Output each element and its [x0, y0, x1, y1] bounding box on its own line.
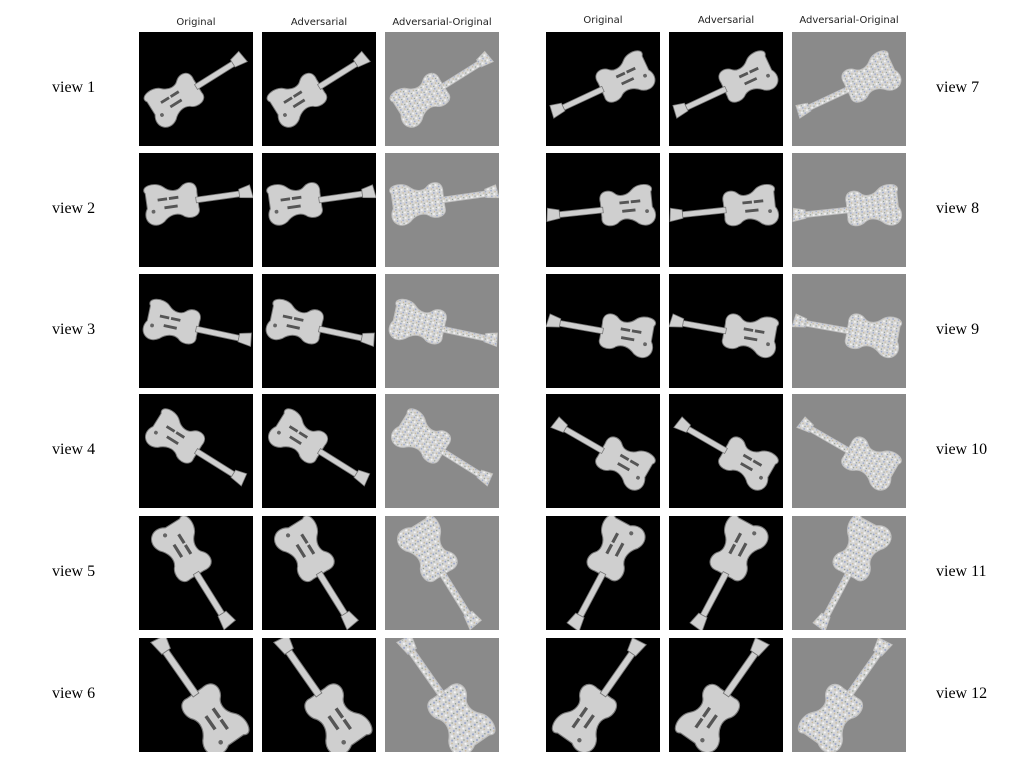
- adversarial-image: [669, 516, 783, 630]
- adversarial-original-image: [792, 394, 906, 508]
- adversarial-image: [262, 516, 376, 630]
- view-label: view 11: [936, 563, 987, 580]
- view-label: view 2: [52, 200, 96, 217]
- original-image: [139, 153, 253, 267]
- adversarial-image: [669, 394, 783, 508]
- column-header-adversarial-original: Adversarial-Original: [799, 15, 899, 26]
- adversarial-original-image: [385, 32, 499, 146]
- view-label: view 12: [936, 685, 988, 702]
- column-header-adversarial: Adversarial: [290, 17, 348, 28]
- view-label: view 6: [52, 685, 96, 702]
- view-label: view 5: [52, 563, 96, 580]
- adversarial-image: [262, 274, 376, 388]
- original-image: [546, 153, 660, 267]
- adversarial-image: [669, 274, 783, 388]
- view-label: view 9: [936, 321, 980, 338]
- adversarial-image: [669, 638, 783, 752]
- adversarial-image: [262, 153, 376, 267]
- original-image: [546, 274, 660, 388]
- adversarial-image: [262, 638, 376, 752]
- adversarial-image: [669, 32, 783, 146]
- adversarial-original-image: [385, 516, 499, 630]
- column-header-adversarial-original: Adversarial-Original: [392, 17, 492, 28]
- adversarial-original-image: [792, 516, 906, 630]
- view-label: view 10: [936, 441, 988, 458]
- column-header-adversarial: Adversarial: [697, 15, 755, 26]
- original-image: [546, 32, 660, 146]
- original-image: [139, 394, 253, 508]
- original-image: [546, 394, 660, 508]
- original-image: [139, 638, 253, 752]
- adversarial-original-image: [385, 153, 499, 267]
- view-label: view 7: [936, 79, 980, 96]
- column-header-original: Original: [176, 17, 216, 28]
- adversarial-original-image: [792, 274, 906, 388]
- adversarial-original-image: [792, 153, 906, 267]
- adversarial-image: [262, 32, 376, 146]
- adversarial-original-image: [385, 394, 499, 508]
- view-label: view 3: [52, 321, 96, 338]
- adversarial-original-image: [385, 638, 499, 752]
- original-image: [139, 516, 253, 630]
- adversarial-original-image: [385, 274, 499, 388]
- original-image: [546, 638, 660, 752]
- view-label: view 4: [52, 441, 96, 458]
- adversarial-original-image: [792, 32, 906, 146]
- original-image: [546, 516, 660, 630]
- adversarial-original-image: [792, 638, 906, 752]
- view-label: view 8: [936, 200, 980, 217]
- adversarial-image: [669, 153, 783, 267]
- view-label: view 1: [52, 79, 96, 96]
- column-header-original: Original: [583, 15, 623, 26]
- original-image: [139, 274, 253, 388]
- adversarial-image: [262, 394, 376, 508]
- original-image: [139, 32, 253, 146]
